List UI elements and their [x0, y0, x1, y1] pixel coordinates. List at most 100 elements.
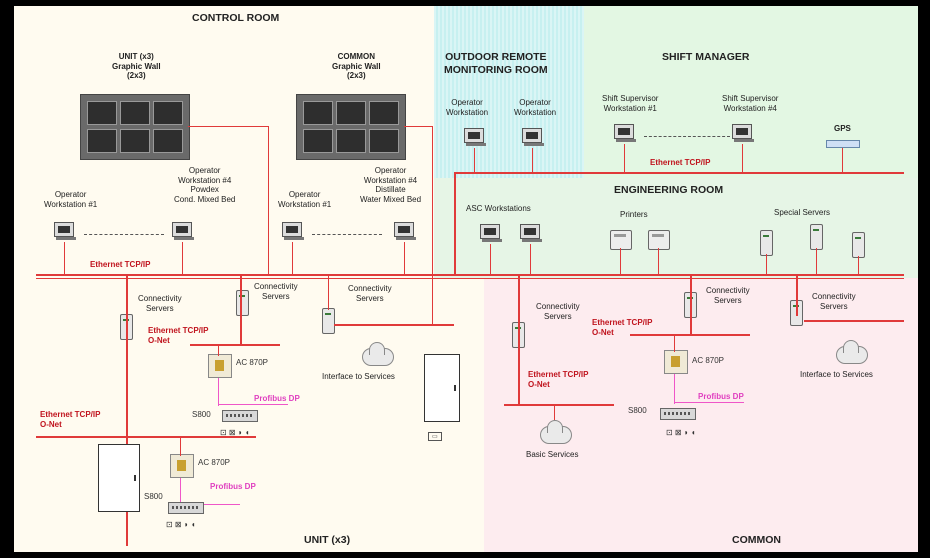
ow1-mid-icon	[282, 222, 304, 240]
drop-gps	[842, 148, 843, 174]
main-ethernet-bus-2	[36, 278, 904, 279]
conn-1-bus	[126, 276, 128, 546]
basic-drop	[554, 404, 555, 420]
ethernet-onet-label-4: Ethernet TCP/IP O-Net	[592, 318, 653, 337]
shift-bus-riser	[454, 172, 456, 276]
ow1-left-label: Operator Workstation #1	[44, 190, 98, 209]
basic-services-label: Basic Services	[526, 450, 579, 459]
conn-4-label: Connectivity Servers	[536, 302, 580, 321]
profibus-2-h	[180, 504, 240, 505]
engineering-room-heading: ENGINEERING ROOM	[614, 184, 724, 196]
conn-4-drop	[518, 276, 520, 406]
ac1-label: AC 870P	[236, 358, 269, 367]
s800-1-field-devices: ⊡ ⊠ ◗ ◖	[220, 428, 250, 437]
ac3-drop	[674, 334, 675, 352]
interface-1-label: Interface to Services	[322, 372, 395, 381]
ethernet-onet-label-2: Ethernet TCP/IP O-Net	[40, 410, 101, 429]
wall-link-common-drop	[432, 126, 433, 276]
drop-printer-1	[620, 248, 621, 276]
wall-link-unit	[188, 126, 268, 127]
profibus-label-3: Profibus DP	[698, 392, 744, 401]
onet-2-bus	[36, 436, 256, 438]
shift-manager-heading: SHIFT MANAGER	[662, 51, 750, 63]
ac2-drop	[180, 436, 181, 456]
ethernet-label-2: Ethernet TCP/IP	[650, 158, 711, 167]
wall-link-common	[404, 126, 432, 127]
shift-manager-zone	[584, 6, 918, 178]
drop-special-2	[816, 248, 817, 276]
interface-2-label: Interface to Services	[800, 370, 873, 379]
conn-6-drop	[796, 276, 798, 316]
asc-label: ASC Workstations	[466, 204, 531, 213]
ac3-icon	[664, 350, 688, 374]
ethernet-onet-label-1: Ethernet TCP/IP O-Net	[148, 326, 209, 345]
outdoor-remote-zone	[434, 6, 584, 178]
remote-ow-a-label: Operator Workstation	[446, 98, 489, 117]
conn-6-label: Connectivity Servers	[812, 292, 856, 311]
printer-1-icon	[610, 230, 632, 250]
special-server-3-icon	[852, 232, 865, 258]
onet-1-bus	[190, 344, 280, 346]
special-server-2-icon	[810, 224, 823, 250]
s800-2-icon	[168, 502, 204, 514]
control-room-zone	[14, 6, 434, 552]
conn-2-label: Connectivity Servers	[254, 282, 298, 301]
shift-sup-1-label: Shift Supervisor Workstation #1	[602, 94, 659, 113]
conn-3-label: Connectivity Servers	[348, 284, 392, 303]
cabinet-keypad-icon: ▭	[428, 432, 442, 441]
onet-3-bus	[504, 404, 614, 406]
unit-heading: UNIT (x3)	[304, 534, 351, 546]
s800-3-label: S800	[628, 406, 647, 415]
profibus-3-line	[674, 374, 675, 404]
printer-2-icon	[648, 230, 670, 250]
ow4-mid-label: Operator Workstation #4 Distillate Water…	[360, 166, 422, 204]
remote-ow-b-icon	[522, 128, 544, 146]
drop-ow4-left	[182, 242, 183, 276]
profibus-label-1: Profibus DP	[254, 394, 300, 403]
special-servers-label: Special Servers	[774, 208, 831, 217]
shift-sup-1-icon	[614, 124, 636, 142]
basic-services-cloud	[540, 420, 572, 444]
profibus-2-line	[180, 478, 181, 506]
outdoor-remote-heading: OUTDOOR REMOTE MONITORING ROOM	[444, 51, 548, 76]
s800-1-label: S800	[192, 410, 211, 419]
s800-3-icon	[660, 408, 696, 420]
control-room-heading: CONTROL ROOM	[192, 12, 280, 24]
profibus-1-h	[218, 404, 288, 405]
s800-3-field-devices: ⊡ ⊠ ◗ ◖	[666, 428, 696, 437]
s800-1-icon	[222, 410, 258, 422]
unit-graphic-wall-label: UNIT (x3) Graphic Wall (2x3)	[112, 52, 161, 81]
ac2-icon	[170, 454, 194, 478]
interface-1-bus	[334, 324, 454, 326]
asc-ws-1-icon	[480, 224, 502, 242]
interface-2-cloud	[836, 340, 868, 364]
drop-ow4-mid	[404, 242, 405, 276]
drop-shift-4	[742, 144, 743, 174]
conn-1-label: Connectivity Servers	[138, 294, 182, 313]
ac3-label: AC 870P	[692, 356, 725, 365]
ow4-mid-icon	[394, 222, 416, 240]
ethernet-label-1: Ethernet TCP/IP	[90, 260, 151, 269]
ac2-label: AC 870P	[198, 458, 231, 467]
ac1-drop	[218, 344, 219, 356]
ethernet-onet-label-3: Ethernet TCP/IP O-Net	[528, 370, 589, 389]
gps-antenna-icon	[826, 140, 860, 148]
shift-dots	[644, 136, 730, 137]
engineering-room-zone	[434, 178, 918, 278]
gps-label: GPS	[834, 124, 851, 133]
profibus-3-h	[674, 402, 744, 403]
common-heading: COMMON	[732, 534, 781, 546]
asc-ws-2-icon	[520, 224, 542, 242]
ac1-icon	[208, 354, 232, 378]
common-graphic-wall	[296, 94, 406, 160]
drop-shift-1	[624, 144, 625, 174]
wall-link-unit-drop	[268, 126, 269, 276]
conn-5-drop	[690, 276, 692, 336]
shift-ethernet-bus	[454, 172, 904, 174]
drop-ow1-left	[64, 242, 65, 276]
ow-left-dots	[84, 234, 164, 235]
onet-4-bus	[630, 334, 750, 336]
remote-ow-a-icon	[464, 128, 486, 146]
drop-special-3	[858, 256, 859, 276]
shift-sup-4-label: Shift Supervisor Workstation #4	[722, 94, 779, 113]
